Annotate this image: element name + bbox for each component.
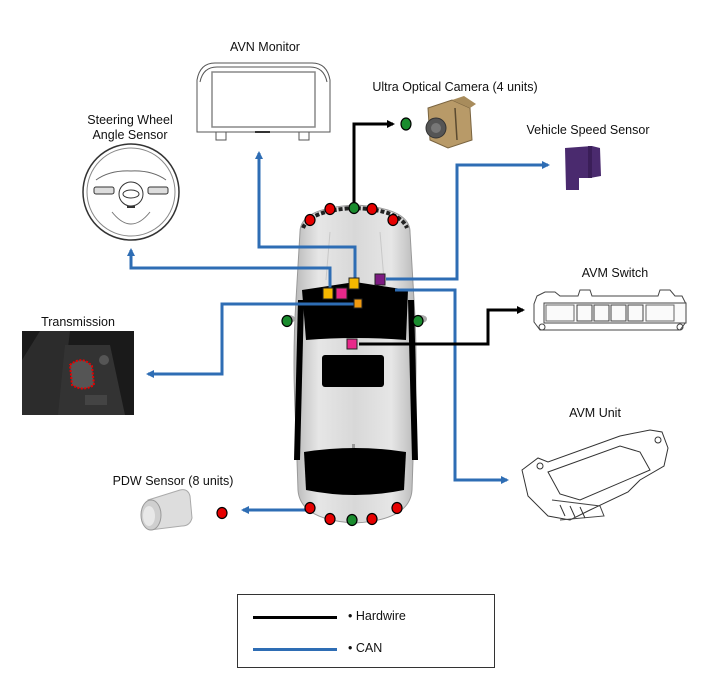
avm-unit-label: AVM Unit (569, 406, 621, 420)
camera-dot (346, 513, 358, 527)
pdw-sensor-dot (304, 501, 316, 515)
transmission-label: Transmission (41, 315, 115, 329)
avn-monitor-label: AVN Monitor (230, 40, 300, 54)
camera-indicator-dot (400, 117, 412, 131)
parking-sensor-icon (140, 489, 193, 531)
can-line-transmission (146, 302, 357, 378)
display-monitor-icon (196, 62, 331, 141)
can-line-speed-sensor (386, 161, 550, 281)
steering-sensor-label-line1: Steering Wheel (87, 113, 173, 127)
hardwire-line-avm-switch (359, 306, 525, 346)
speed-sensor-label: Vehicle Speed Sensor (526, 123, 650, 137)
hardwire-line-camera (352, 120, 395, 208)
camera-icon (425, 96, 476, 149)
can-lines (127, 151, 550, 514)
module-pink-avm (346, 338, 358, 350)
switch-panel-icon (533, 289, 687, 331)
legend: • Hardwire • CAN (237, 594, 495, 668)
control-unit-icon (521, 429, 669, 521)
rear-window (304, 448, 406, 495)
pdw-sensor-dot (324, 202, 336, 216)
windshield (302, 282, 408, 340)
pdw-sensor-label: PDW Sensor (8 units) (112, 474, 234, 488)
gear-shifter-icon (22, 331, 134, 415)
avm-switch-label: AVM Switch (581, 266, 649, 280)
legend-can-label: • CAN (348, 641, 383, 655)
module-yellow (322, 287, 334, 300)
pdw-indicator-dot (216, 506, 228, 520)
pdw-sensor-dot (366, 202, 378, 216)
legend-can-swatch (253, 648, 337, 651)
ultra-camera-label: Ultra Optical Camera (4 units) (372, 80, 538, 94)
module-purple (374, 273, 386, 286)
speed-sensor-icon (565, 146, 601, 190)
sunroof (322, 355, 384, 387)
pdw-sensor-dot (304, 213, 316, 227)
steering-wheel-icon (82, 143, 180, 241)
pdw-sensor-dot (366, 512, 378, 526)
camera-dot (348, 201, 360, 215)
module-markers (322, 273, 386, 350)
front-sensors (304, 201, 399, 227)
module-pink (335, 287, 348, 300)
pdw-sensor-dot (387, 213, 399, 227)
side-cameras (281, 314, 424, 328)
can-line-avm-unit (395, 288, 509, 484)
legend-hardwire-label: • Hardwire (348, 609, 406, 623)
rear-sensors (304, 501, 403, 527)
pdw-sensor-dot (324, 512, 336, 526)
can-line-steering-sensor (127, 248, 332, 289)
hardwire-lines (352, 120, 525, 346)
module-orange (353, 298, 363, 309)
steering-sensor-label-line2: Angle Sensor (92, 128, 168, 142)
pdw-sensor-dot (391, 501, 403, 515)
camera-dot (412, 314, 424, 328)
can-line-avn-monitor (255, 151, 357, 283)
camera-dot (281, 314, 293, 328)
module-yellow (348, 277, 360, 290)
legend-hardwire-swatch (253, 616, 337, 619)
